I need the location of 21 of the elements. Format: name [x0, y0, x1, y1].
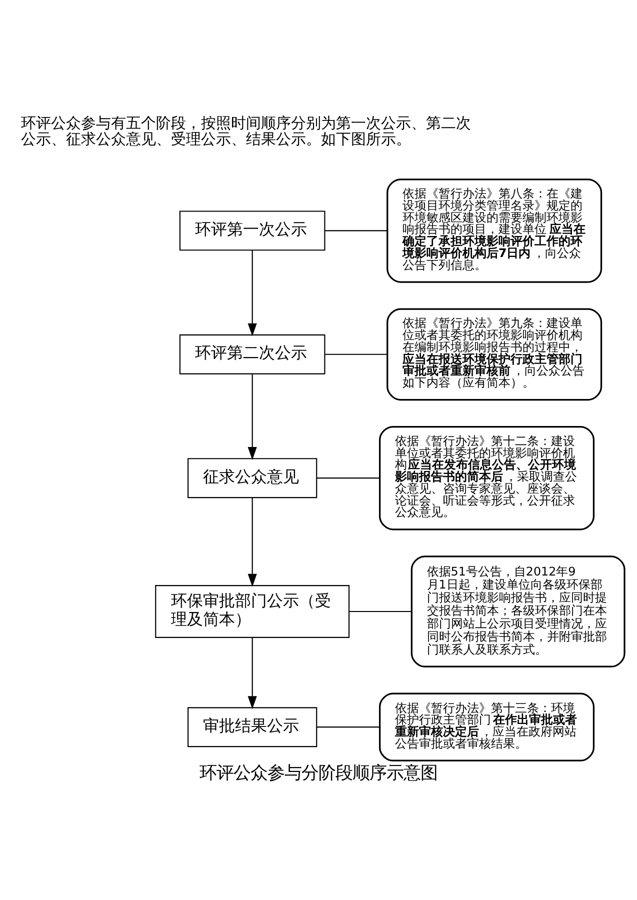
node-box: 依据《暂行办法》第十二条：建设单位或者其委托的环境影响评价机构应当在发布信息公告、公开环境影响报告书的简本后，采取调查公众意见、咨询专家意见、座谈会、论证会、听证会等形式，公开征求公众意见。 [379, 426, 595, 530]
node-box: 征求公众意见 [188, 458, 318, 498]
arrow [248, 498, 257, 587]
node-box: 环保审批部门公示（受理及简本） [155, 585, 350, 638]
label: 环评公众参与有五个阶段，按照时间顺序分别为第一次公示、第二次公示、征求公众意见、受理公示、结果公示。如下图所示。 [21, 114, 472, 148]
connector [349, 610, 412, 612]
arrow [248, 637, 257, 710]
node-box: 环评第一次公示 [179, 210, 326, 251]
arrow [248, 250, 257, 336]
arrow [248, 374, 257, 460]
node-box: 审批结果公示 [188, 707, 318, 748]
caption: 环评公众参与分阶段顺序示意图 [200, 764, 438, 784]
connector [325, 354, 388, 355]
connector [316, 726, 380, 728]
node-box: 依据51号公告，自2012年9月1日起，建设单位向各级环保部门报送环境影响报告书，应同时提交报告书简本；各级环保部门在本部门网站上公示项目受理情况，应同时公布报告书简本，并附审批部门联系人及联系方式。 [410, 556, 626, 668]
node-box: 依据《暂行办法》第八条：在《建设项目环境分类管理名录》规定的环境敏感区建设的需要编制环境影响报告书的项目，建设单位应当在确定了承担环境影响评价工作的环境影响评价机构后7日内，向公众公告下列信息。 [386, 178, 602, 283]
connector [316, 478, 380, 479]
node-box: 依据《暂行办法》第九条：建设单位或者其委托的环境影响评价机构在编制环境影响报告书的过程中，应当在报送环境保护行政主管部门审批或者重新审核前，向公众公告如下内容（应有简本）。 [386, 308, 602, 401]
node-box: 环评第二次公示 [179, 334, 326, 374]
node-box: 依据《暂行办法》第十三条：环境保护行政主管部门在作出审批或者重新审核决定后，应当在政府网站公告审批或者审核结果。 [379, 692, 595, 762]
connector [325, 230, 388, 232]
